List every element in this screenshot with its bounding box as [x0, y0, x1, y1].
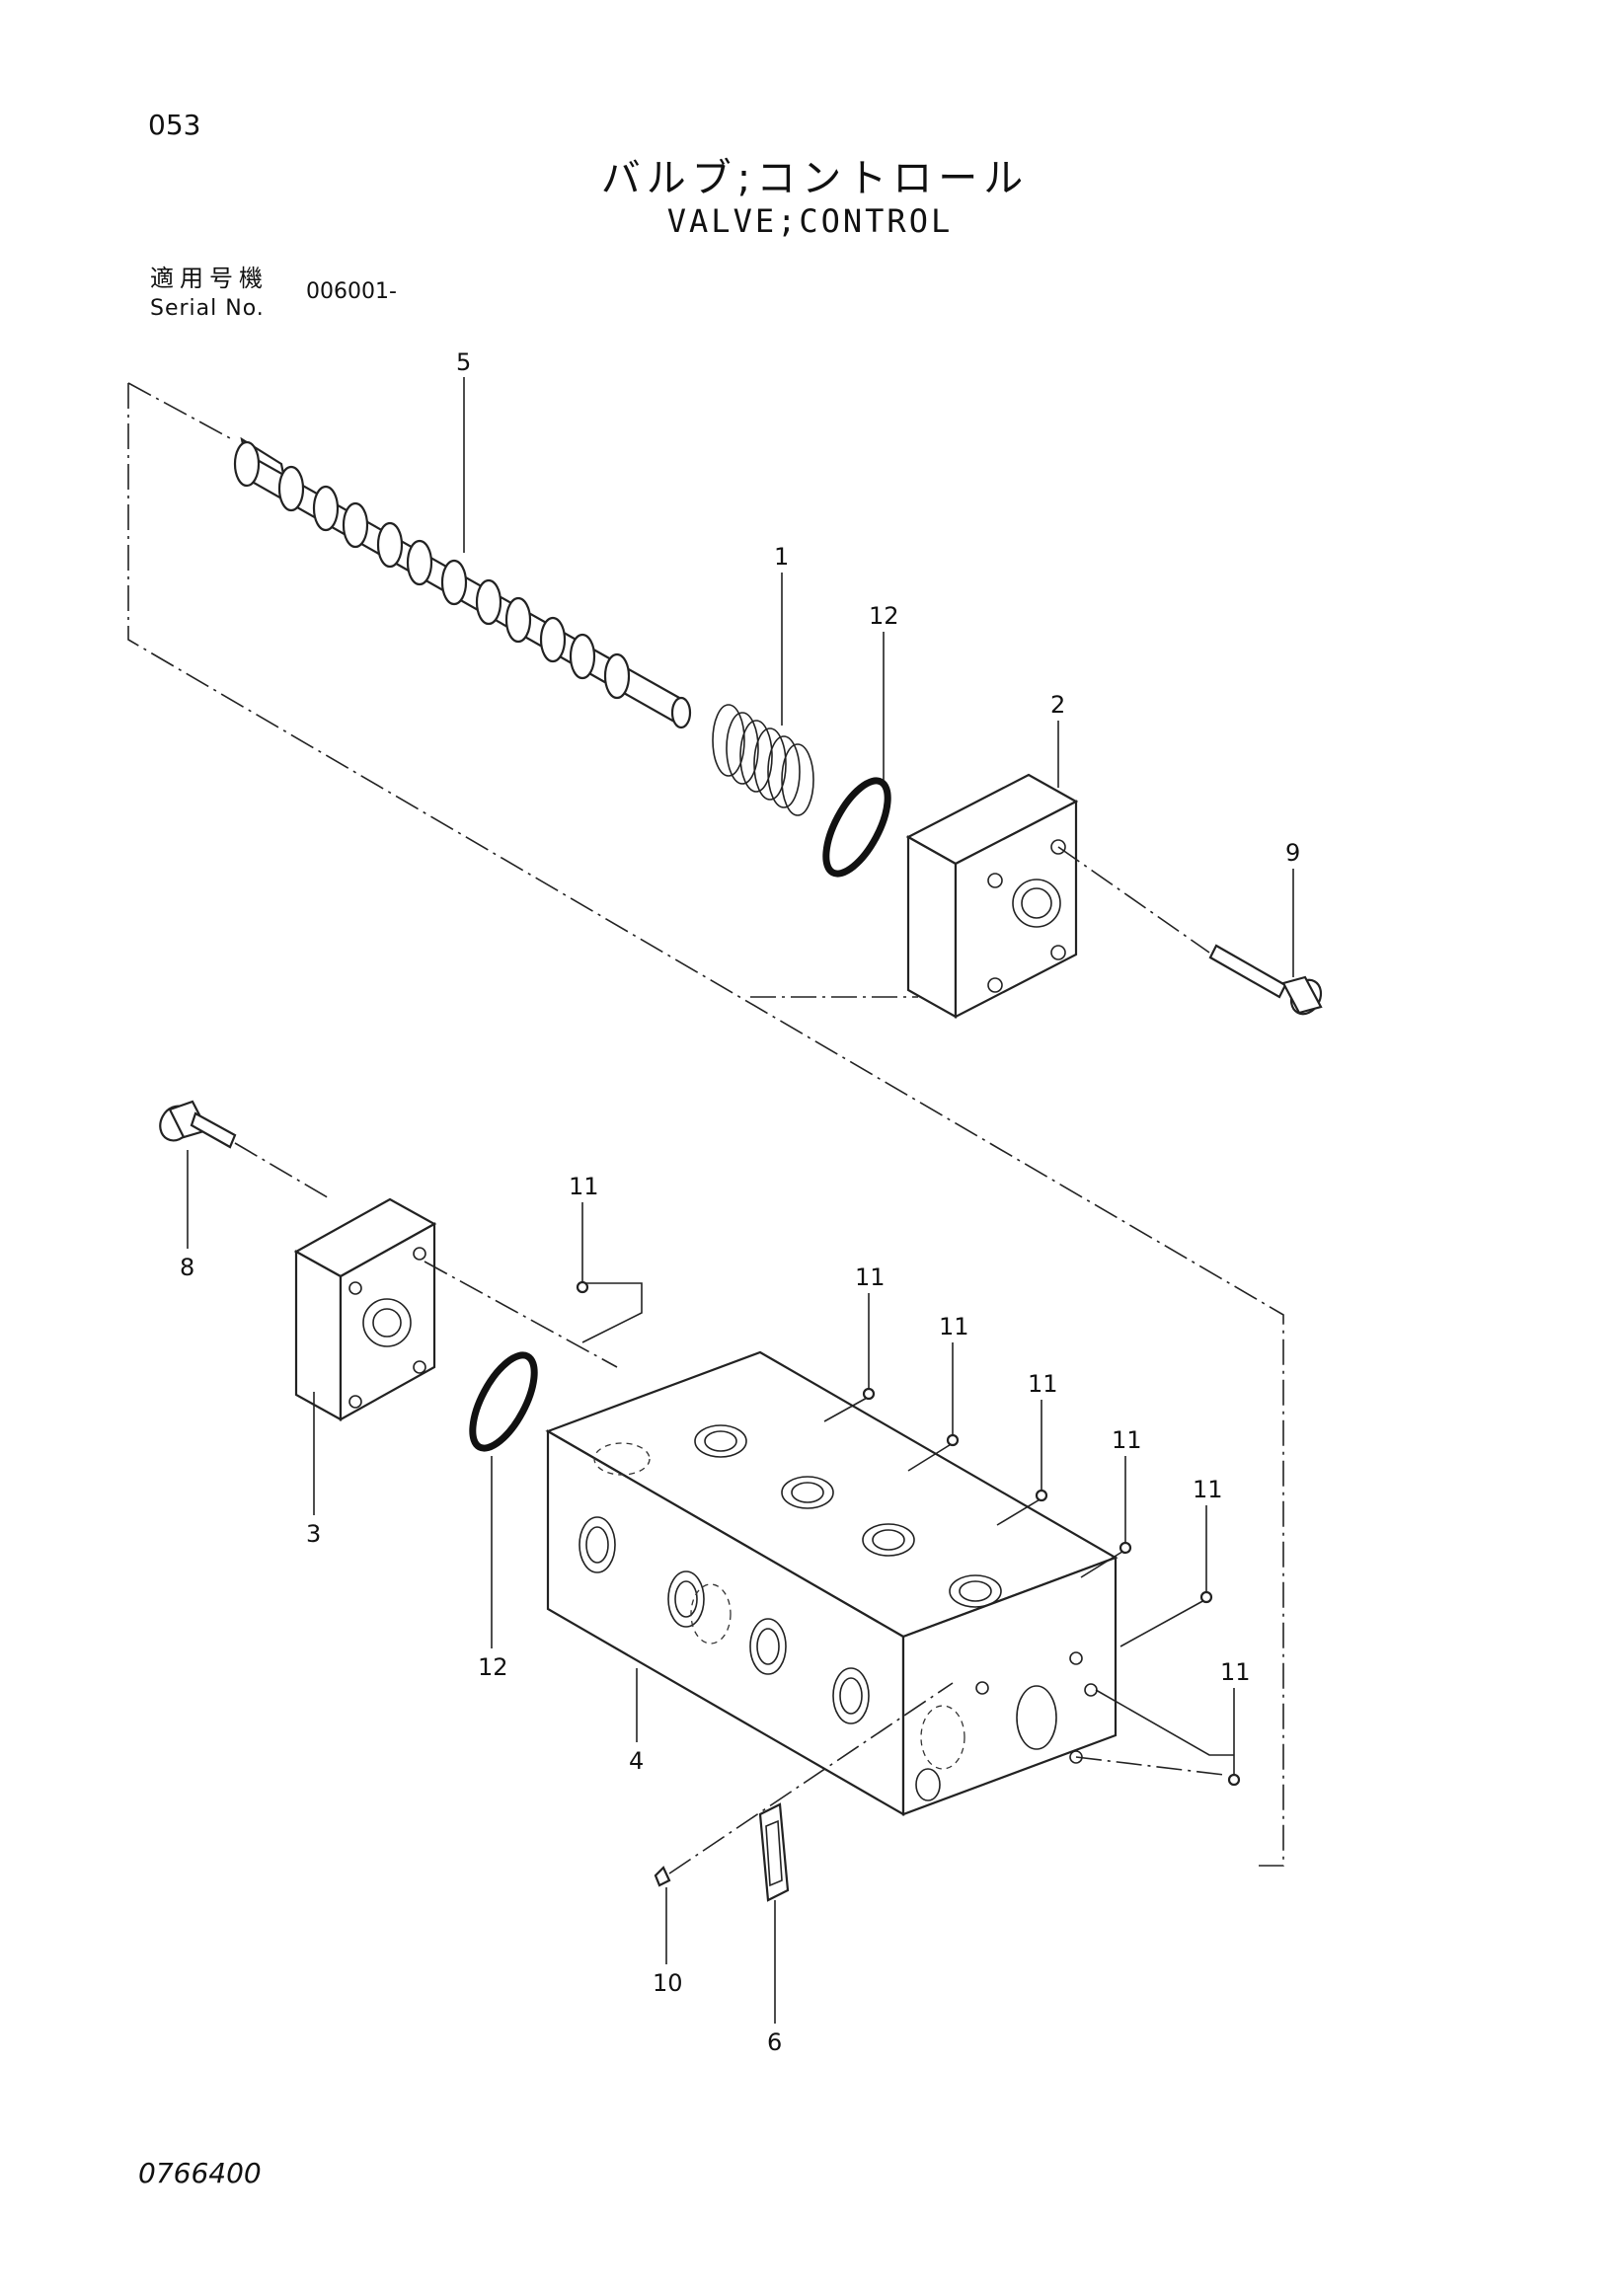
- callout-o-ring-upper: 12: [869, 602, 899, 630]
- callout-screw: 10: [653, 1969, 683, 1997]
- name-plate-part: [758, 1802, 790, 1902]
- serial-label-english: Serial No.: [150, 296, 265, 321]
- bolt-right-part: [1057, 846, 1323, 1016]
- callout-plug-4: 11: [1028, 1370, 1058, 1398]
- callout-plug-5: 11: [1112, 1426, 1142, 1454]
- callout-plug-3: 11: [939, 1313, 969, 1340]
- callout-leaders: [187, 377, 1294, 2024]
- callout-bolt-left: 8: [180, 1254, 194, 1281]
- callout-cover-right: 2: [1050, 691, 1065, 719]
- callout-plug-1: 11: [569, 1173, 599, 1200]
- document-number: 0766400: [138, 2157, 262, 2189]
- callout-o-ring-lower: 12: [478, 1653, 508, 1681]
- callout-cover-left: 3: [306, 1520, 321, 1548]
- plug-dots: [576, 1280, 1241, 1787]
- serial-value: 006001-: [306, 279, 397, 304]
- callout-name-plate: 6: [767, 2028, 782, 2056]
- o-ring-lower: [469, 1351, 538, 1452]
- assembly-outline: [127, 382, 1284, 1867]
- callout-spring: 1: [774, 543, 789, 571]
- o-ring-upper: [822, 777, 891, 878]
- plug-leaders: [581, 1282, 1234, 1776]
- serial-label-japanese: 適用号機: [150, 265, 269, 292]
- callout-plug-2: 11: [855, 1263, 886, 1291]
- valve-body-part: [545, 1350, 1119, 1816]
- cover-left-part: [293, 1197, 437, 1421]
- callout-plug-6: 11: [1193, 1476, 1223, 1503]
- title-japanese: バルブ;コントロール: [600, 156, 1030, 201]
- spring-part: [712, 704, 814, 816]
- callout-plug-7: 11: [1220, 1658, 1251, 1686]
- title-english: VALVE;CONTROL: [666, 202, 954, 240]
- spool-part: [233, 436, 692, 729]
- axis-line-left: [424, 1261, 618, 1368]
- bolt-left-part: [159, 1100, 332, 1200]
- screw-part: [654, 1682, 954, 1887]
- callout-valve-body: 4: [629, 1747, 644, 1775]
- callout-spool: 5: [456, 348, 471, 376]
- cover-right-part: [905, 773, 1079, 1019]
- callout-bolt-right: 9: [1285, 839, 1300, 867]
- page-number: 053: [148, 109, 201, 141]
